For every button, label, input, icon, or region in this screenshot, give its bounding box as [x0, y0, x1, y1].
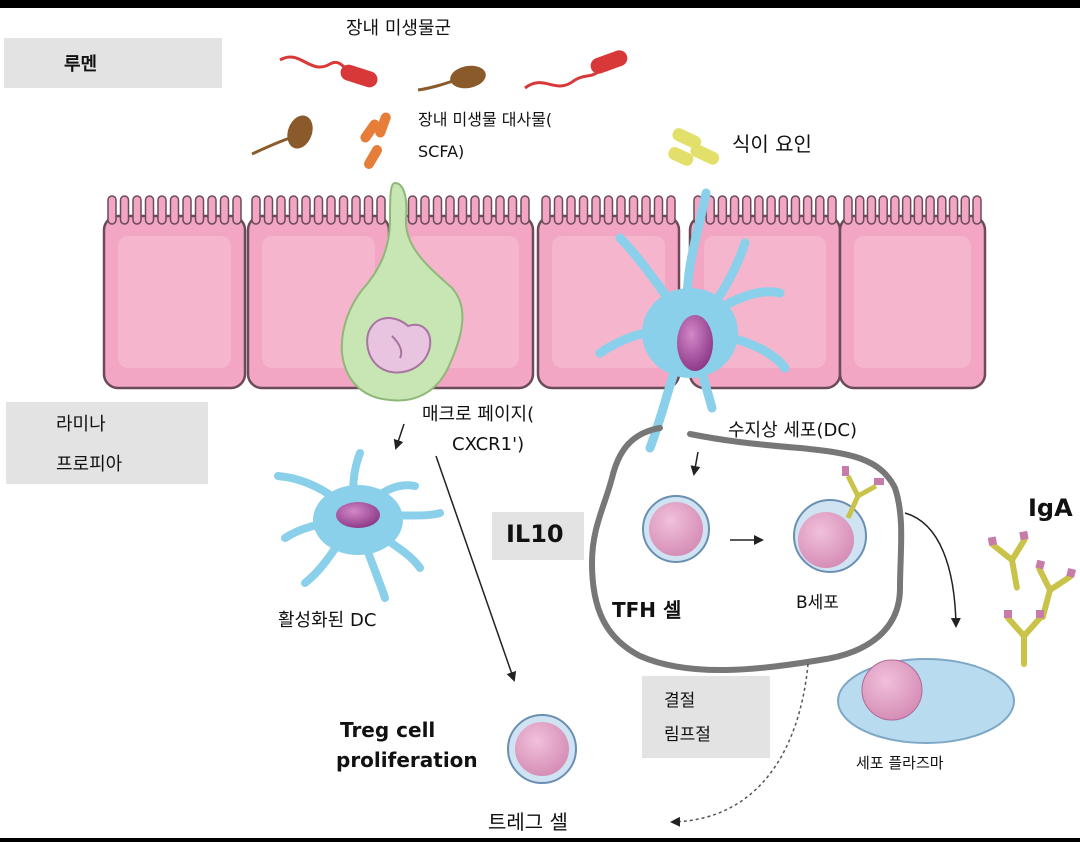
metabolites-label-line1: 장내 미생물 대사물( [418, 110, 553, 129]
iga-antibody [987, 530, 1029, 591]
activated-dendritic-cell [274, 449, 444, 602]
bacteria-brown-2 [251, 115, 313, 156]
diet-factor-molecules [668, 128, 720, 166]
lamina-propria-box: 라미나 프로피아 [6, 402, 208, 484]
plasma-cell-label: 세포 플라즈마 [856, 754, 944, 772]
lymph-node-outline [588, 425, 905, 673]
dendritic-cell-label: 수지상 세포(DC) [728, 420, 857, 441]
bacteria-red-1 [279, 55, 378, 88]
macrophage-label-line1: 매크로 페이지( [422, 404, 535, 425]
metabolites-label-line2: SCFA) [418, 142, 465, 161]
diagram-panel: 루멘 라미나 프로피아 결절 림프절 IL10 장내 미생물군 장내 미생물 대… [0, 8, 1080, 838]
lymph-label-line1: 결절 [664, 691, 696, 711]
lymph-label-line2: 림프절 [664, 725, 711, 745]
dendritic-cell [595, 188, 790, 453]
lamina-label-line2: 프로피아 [56, 454, 123, 475]
plasma-cell [837, 658, 1015, 744]
activated-dc-label: 활성화된 DC [278, 610, 377, 631]
tfh-cell [642, 495, 710, 563]
iga-antibody [1035, 559, 1077, 621]
tfh-cell-label: TFH 셀 [612, 598, 682, 622]
iga-label: IgA [1028, 494, 1073, 522]
iga-antibody [1004, 610, 1044, 667]
iga-antibodies [987, 530, 1077, 667]
epithelial-cell [102, 195, 247, 390]
diet-factor-label: 식이 요인 [732, 132, 812, 156]
macrophage-label-line2: CXCR1') [452, 434, 525, 455]
il10-label: IL10 [506, 520, 564, 548]
bacteria-red-2 [524, 50, 628, 90]
arrows [393, 423, 961, 827]
intestinal-epithelium [102, 195, 987, 390]
arrow-lymph-node-to-treg [670, 663, 809, 827]
treg-cell-label: 트레그 셀 [488, 810, 568, 834]
arrow-dc-to-tfh [690, 451, 701, 476]
lumen-region-box: 루멘 [4, 38, 222, 88]
b-cell [793, 466, 884, 573]
lymph-node-box: 결절 림프절 [642, 676, 770, 758]
microbiota-label: 장내 미생물군 [346, 18, 452, 39]
treg-proliferation-label-line1: Treg cell [340, 718, 436, 742]
scfa-molecules [360, 112, 391, 169]
arrow-macrophage-to-activated-dc [393, 423, 405, 450]
b-cell-label: B세포 [796, 593, 839, 613]
arrow-bcell-to-plasma [904, 512, 961, 628]
bacteria-brown-1 [417, 65, 486, 92]
diagram-graphics [102, 50, 1077, 827]
epithelial-cell [838, 195, 987, 390]
il10-box: IL10 [492, 512, 584, 560]
lamina-label-line1: 라미나 [56, 414, 106, 435]
arrow-macrophage-to-treg [435, 455, 517, 682]
treg-cell [507, 714, 577, 784]
lumen-label: 루멘 [64, 54, 98, 75]
macrophage-cell [340, 181, 464, 402]
b-cell-receptor [842, 466, 884, 520]
treg-proliferation-label-line2: proliferation [336, 748, 478, 772]
